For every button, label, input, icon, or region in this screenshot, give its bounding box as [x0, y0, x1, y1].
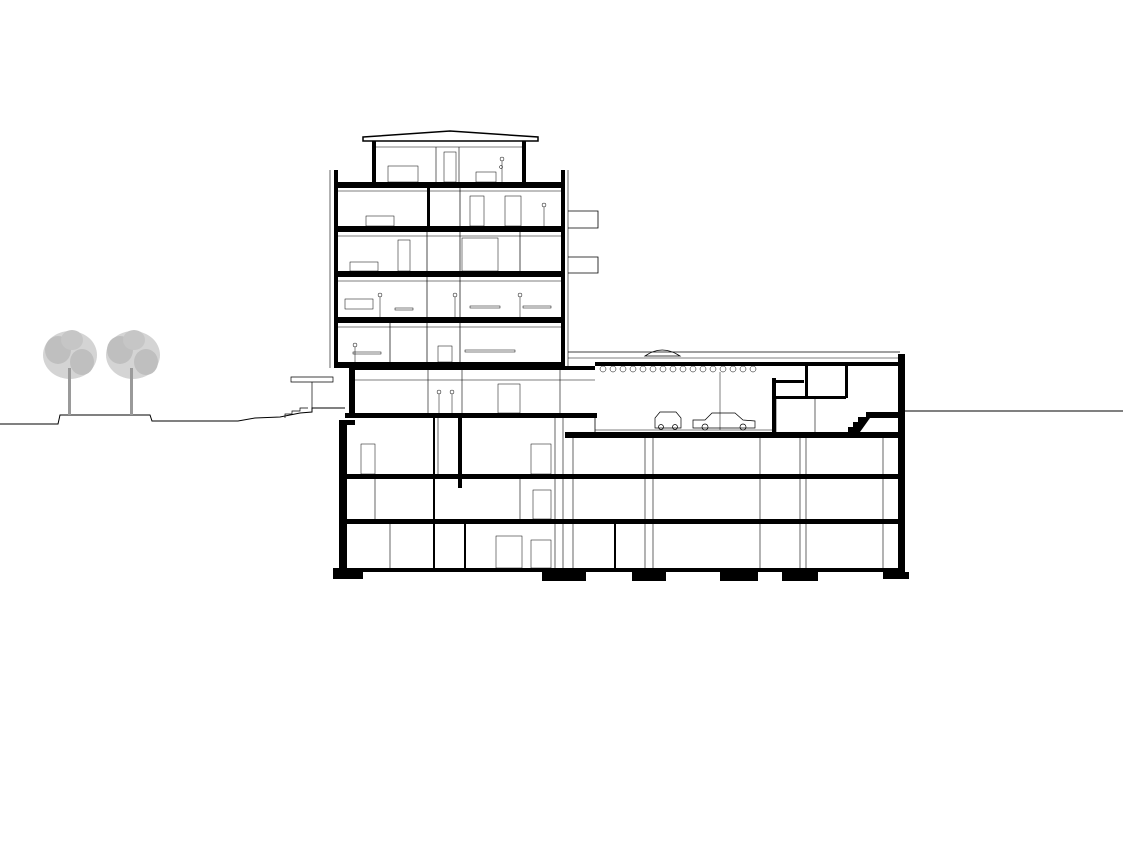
- tower: [329, 130, 599, 368]
- tree-left: [43, 330, 97, 415]
- tree-right: [106, 330, 160, 415]
- entrance-wall-left: [349, 368, 355, 413]
- roof-slab: [338, 182, 562, 188]
- skylight-dome: [643, 349, 682, 357]
- parking-level: [565, 354, 905, 574]
- entrance-floor-slab: [345, 413, 597, 418]
- pavilion-parapet-left: [372, 141, 376, 182]
- basement: [333, 418, 909, 581]
- floor-slab-2: [338, 362, 562, 368]
- outer-wall-right: [898, 354, 905, 574]
- floor-slab-3: [338, 317, 562, 323]
- entrance-slab-top: [355, 366, 595, 370]
- courtyard-deck: [568, 349, 900, 430]
- ramp-stair: [848, 412, 900, 432]
- parking-slab: [565, 432, 900, 438]
- balcony-upper: [568, 210, 599, 229]
- deck-slab: [595, 362, 900, 366]
- terrain: [0, 376, 1123, 425]
- tower-wall-left: [334, 170, 338, 368]
- trees: [43, 330, 160, 415]
- balcony-lower: [568, 256, 599, 274]
- floor-slab-4: [338, 271, 562, 277]
- figures: [352, 156, 547, 362]
- car-sedan: [692, 412, 756, 431]
- pavilion-roof: [362, 130, 539, 142]
- entrance-canopy: [290, 376, 334, 383]
- basement-floor: [347, 568, 905, 572]
- foundations: [333, 568, 909, 581]
- tower-wall-right: [561, 170, 565, 368]
- deck-coffers: [599, 365, 757, 373]
- entrance-storey: [345, 366, 597, 418]
- basement-slab-1: [347, 474, 898, 479]
- retaining-steps: [284, 407, 308, 418]
- core-wall-a: [427, 188, 430, 226]
- car-small: [654, 411, 682, 430]
- basement-slab-2: [347, 519, 898, 524]
- pavilion-parapet-right: [522, 141, 526, 182]
- basement-wall-left: [339, 420, 347, 572]
- floor-slab-5: [338, 226, 562, 232]
- ground-line-left: [0, 407, 345, 425]
